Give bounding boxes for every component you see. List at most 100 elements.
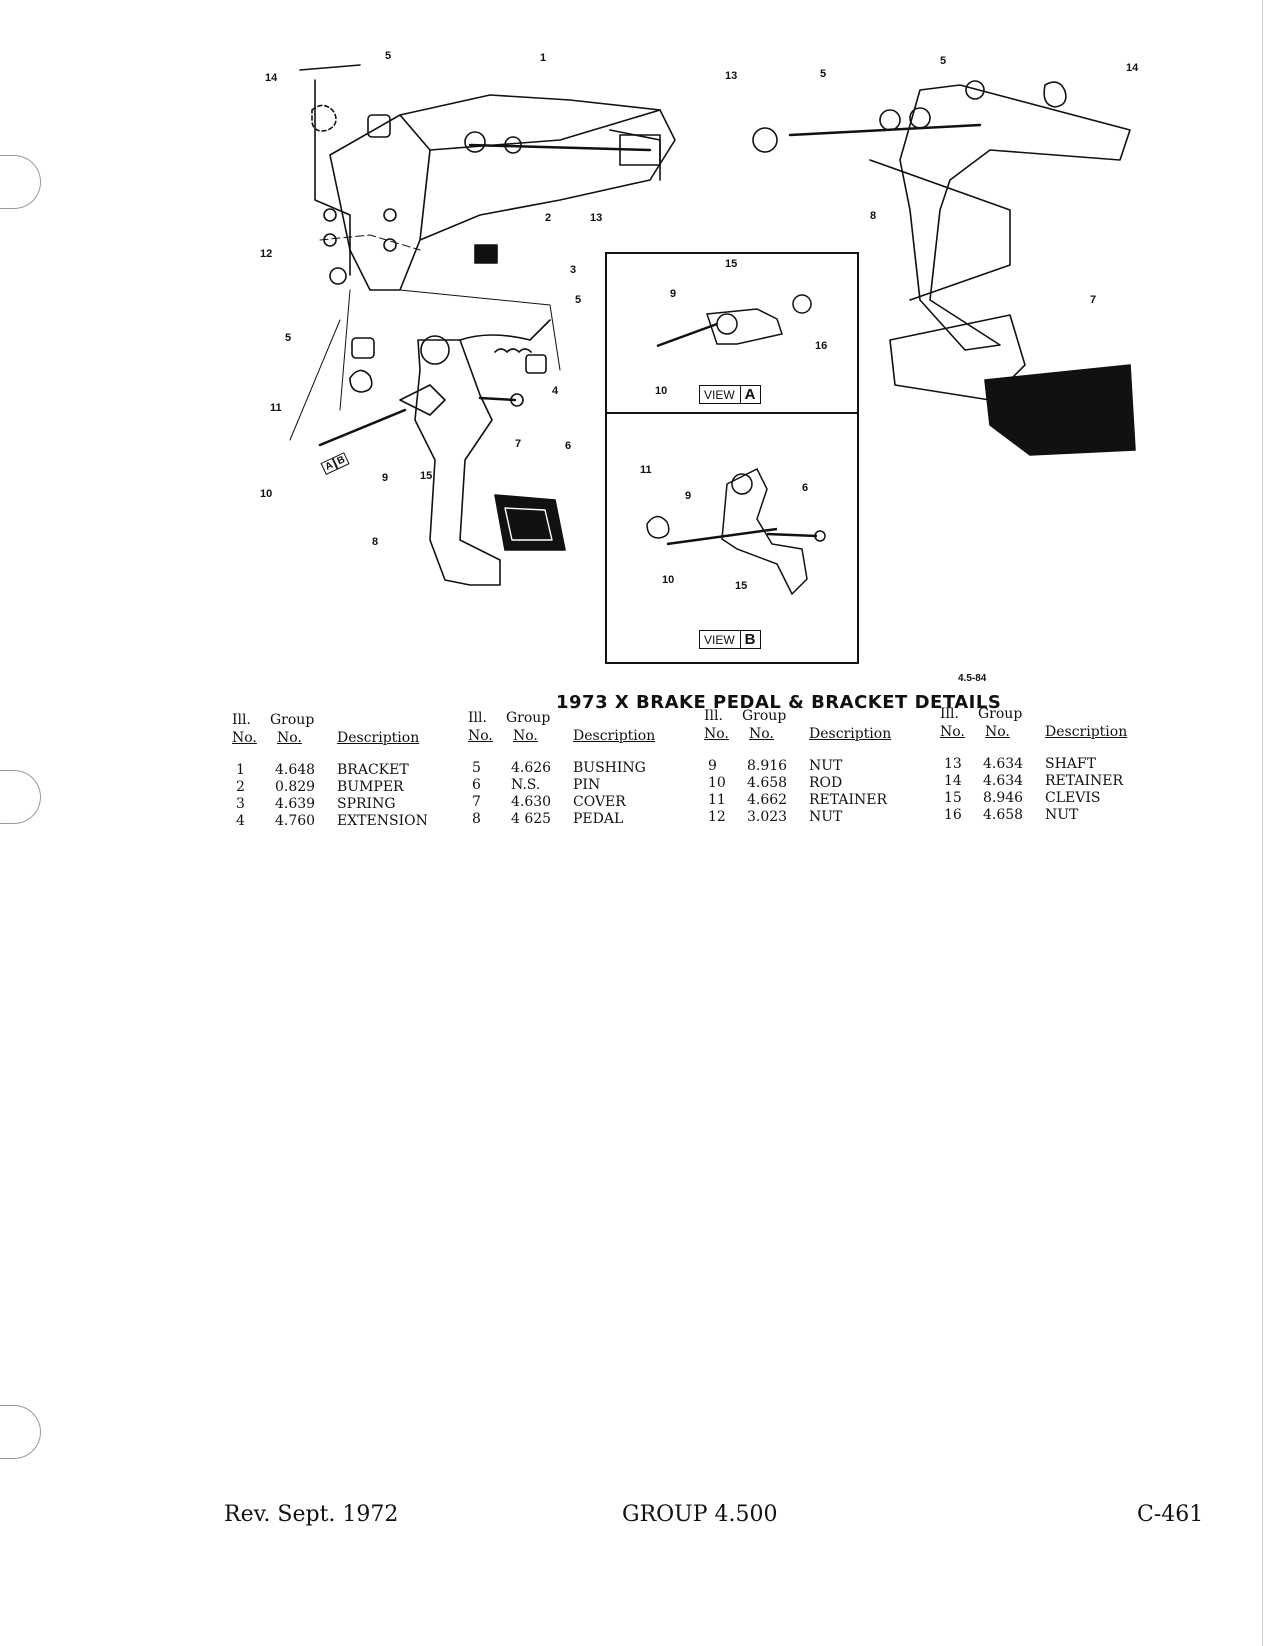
view-a-word: VIEW bbox=[704, 388, 735, 402]
callout-5d: 5 bbox=[820, 68, 827, 80]
callout-4: 4 bbox=[552, 385, 559, 397]
ill-header-top: Ill. bbox=[232, 712, 251, 728]
description: PEDAL bbox=[573, 811, 624, 827]
description: NUT bbox=[1045, 807, 1079, 823]
group-header-top: Group bbox=[506, 710, 551, 726]
description: NUT bbox=[809, 809, 843, 825]
callout-9c: 9 bbox=[685, 490, 692, 502]
ill-header-top: Ill. bbox=[704, 708, 723, 724]
table-row: 7 4.630 COVER bbox=[468, 794, 713, 812]
group-no: 3.023 bbox=[747, 809, 788, 825]
callout-11b: 11 bbox=[640, 464, 652, 476]
ill-header-bottom: No. bbox=[232, 730, 257, 746]
punch-hole-middle bbox=[0, 770, 41, 824]
callout-10c: 10 bbox=[662, 574, 675, 586]
group-no: 4.639 bbox=[275, 796, 316, 812]
callout-15b: 15 bbox=[725, 258, 738, 270]
group-no: 4.648 bbox=[275, 762, 316, 778]
description: RETAINER bbox=[1045, 773, 1123, 789]
view-b-letter: B bbox=[739, 631, 756, 648]
desc-header: Description bbox=[809, 726, 892, 742]
footer-page-number: C-461 bbox=[1137, 1502, 1204, 1527]
description: SHAFT bbox=[1045, 756, 1096, 772]
callout-13b: 13 bbox=[725, 70, 738, 82]
callout-5a: 5 bbox=[385, 50, 392, 62]
footer-revision: Rev. Sept. 1972 bbox=[224, 1502, 399, 1527]
ill-no: 2 bbox=[236, 779, 245, 795]
callout-14a: 14 bbox=[265, 72, 278, 84]
callout-10b: 10 bbox=[655, 385, 668, 397]
ill-header-bottom: No. bbox=[468, 728, 493, 744]
group-header-bottom: No. bbox=[513, 728, 538, 744]
table-row: 8 4 625 PEDAL bbox=[468, 811, 713, 829]
view-a-drawing bbox=[656, 294, 812, 348]
ill-no: 7 bbox=[472, 794, 481, 810]
ill-no: 16 bbox=[944, 807, 962, 823]
callout-10a: 10 bbox=[260, 488, 273, 500]
callout-6a: 6 bbox=[565, 440, 572, 452]
document-title: 1973 X BRAKE PEDAL & BRACKET DETAILS bbox=[556, 692, 1002, 713]
ill-no: 13 bbox=[944, 756, 962, 772]
table-row: 16 4.658 NUT bbox=[940, 807, 1185, 825]
description: PIN bbox=[573, 777, 601, 793]
callout-12: 12 bbox=[260, 248, 273, 260]
group-header-bottom: No. bbox=[985, 724, 1010, 740]
description: NUT bbox=[809, 758, 843, 774]
group-no: 4.658 bbox=[747, 775, 788, 791]
description: COVER bbox=[573, 794, 626, 810]
group-no: 0.829 bbox=[275, 779, 316, 795]
description: BRACKET bbox=[337, 762, 409, 778]
ill-no: 10 bbox=[708, 775, 726, 791]
group-no: 4.658 bbox=[983, 807, 1024, 823]
group-no: 4 625 bbox=[511, 811, 552, 827]
callout-14b: 14 bbox=[1126, 62, 1139, 74]
table-row: 2 0.829 BUMPER bbox=[232, 779, 477, 797]
description: SPRING bbox=[337, 796, 396, 812]
ill-no: 8 bbox=[472, 811, 481, 827]
callout-5e: 5 bbox=[940, 55, 947, 67]
ill-header-top: Ill. bbox=[940, 706, 959, 722]
desc-header: Description bbox=[573, 728, 656, 744]
view-b-drawing bbox=[646, 467, 826, 596]
ill-no: 9 bbox=[708, 758, 717, 774]
view-b-word: VIEW bbox=[704, 633, 735, 647]
table-row: 13 4.634 SHAFT bbox=[940, 756, 1185, 774]
punch-hole-top bbox=[0, 155, 41, 209]
callout-13a: 13 bbox=[590, 212, 603, 224]
callout-9b: 9 bbox=[670, 288, 677, 300]
callout-9a: 9 bbox=[382, 472, 389, 484]
group-no: 4.630 bbox=[511, 794, 552, 810]
ill-no: 11 bbox=[708, 792, 726, 808]
description: BUMPER bbox=[337, 779, 404, 795]
group-header-top: Group bbox=[978, 706, 1023, 722]
ill-header-bottom: No. bbox=[704, 726, 729, 742]
group-no: 4.634 bbox=[983, 756, 1024, 772]
ill-no: 4 bbox=[236, 813, 245, 829]
group-header-top: Group bbox=[270, 712, 315, 728]
callout-6b: 6 bbox=[802, 482, 809, 494]
callout-16: 16 bbox=[815, 340, 828, 352]
page-edge bbox=[1262, 0, 1263, 1646]
group-no: 4.634 bbox=[983, 773, 1024, 789]
ill-no: 15 bbox=[944, 790, 962, 806]
group-header-bottom: No. bbox=[277, 730, 302, 746]
description: ROD bbox=[809, 775, 843, 791]
description: CLEVIS bbox=[1045, 790, 1101, 806]
group-header-bottom: No. bbox=[749, 726, 774, 742]
desc-header: Description bbox=[1045, 724, 1128, 740]
ill-header-bottom: No. bbox=[940, 724, 965, 740]
table-row: 10 4.658 ROD bbox=[704, 775, 949, 793]
desc-header: Description bbox=[337, 730, 420, 746]
ill-no: 5 bbox=[472, 760, 481, 776]
ill-no: 6 bbox=[472, 777, 481, 793]
group-header-top: Group bbox=[742, 708, 787, 724]
view-a-letter: A bbox=[739, 386, 756, 403]
